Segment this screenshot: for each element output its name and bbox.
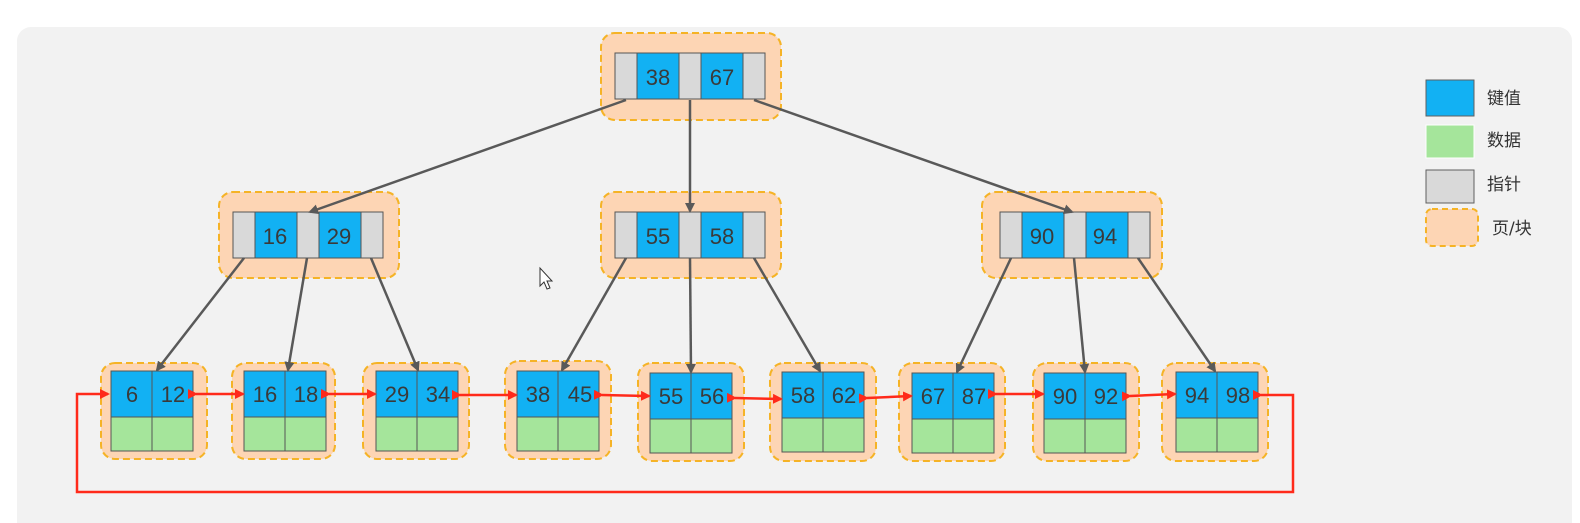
leaf-6-data-cell-1 [781,417,824,453]
internal-2-pointer-1 [614,211,638,259]
internal-3-pointer-2 [1063,211,1087,259]
leaf-8-data-cell-2 [1084,418,1127,454]
internal-1-pointer-3 [360,211,384,259]
leaf-5-key-2: 56 [700,384,724,409]
internal-3-key-1: 90 [1030,224,1054,249]
internal-3-key-cell-2 [1085,211,1129,259]
leaf-7-key-1: 67 [921,384,945,409]
leaf-4-data-cell-1 [516,416,559,452]
legend-page-label: 页/块 [1492,219,1532,239]
arrow-root-to-internal-3 [753,98,1074,215]
internal-3-pointer-3 [1127,211,1151,259]
internal-1-pointer-2 [296,211,320,259]
leaf-9-data-cell-1 [1175,417,1218,453]
internal-2-key-cell-1 [636,211,680,259]
leaf-1-key-2: 12 [161,382,185,407]
leaf-6-key-2: 62 [832,383,856,408]
root-pointer-1 [614,52,638,100]
leaf-2-data-cell-1 [243,416,286,452]
internal-1-key-2: 29 [327,224,351,249]
node-cells-layer [110,52,1259,454]
legend-data-swatch [1425,124,1475,159]
arrow-internal-2-to-leaf-6 [752,257,822,373]
internal-2-key-1: 55 [646,224,670,249]
leaf-4-data-cell-2 [557,416,600,452]
leaf-2-key-1: 16 [253,382,277,407]
root-pointer-3 [742,52,766,100]
arrow-internal-3-to-leaf-7 [955,257,1013,374]
leaf-6-data-cell-2 [822,417,865,453]
arrow-internal-3-to-leaf-9 [1136,257,1217,373]
arrow-internal-1-to-leaf-2 [284,257,309,372]
pointer-arrows-layer [155,98,1217,374]
internal-2-pointer-2 [678,211,702,259]
leaf-1-data-cell-1 [110,416,153,452]
root-key-2: 67 [710,65,734,90]
link-leaf-9-to-leaf-1-loop [75,389,1295,494]
leaf-2-key-2: 18 [294,382,318,407]
legend-page-swatch [1425,208,1479,247]
legend-data-label: 数据 [1487,131,1521,151]
leaf-8-key-2: 92 [1094,384,1118,409]
internal-1-pointer-1 [232,211,256,259]
leaf-6-key-1: 58 [791,383,815,408]
mouse-cursor-icon [539,266,554,290]
leaf-1-key-1: 6 [126,382,138,407]
root-pointer-2 [678,52,702,100]
root-key-1: 38 [646,65,670,90]
internal-2-pointer-3 [742,211,766,259]
root-key-cell-1 [636,52,680,100]
leaf-1-data-cell-2 [151,416,194,452]
internal-2-key-cell-2 [700,211,744,259]
leaf-9-data-cell-2 [1216,417,1259,453]
arrow-internal-1-to-leaf-1 [155,257,245,372]
leaf-2-data-cell-2 [284,416,327,452]
link-leaf-5-leaf-6 [726,392,783,404]
leaf-9-key-1: 94 [1185,383,1209,408]
leaf-5-data-cell-1 [649,418,692,454]
legend-pointer-label: 指针 [1487,175,1521,195]
leaf-9-key-2: 98 [1226,383,1250,408]
leaf-4-key-2: 45 [568,382,592,407]
legend-key-label: 键值 [1487,89,1521,109]
arrow-internal-1-to-leaf-3 [369,257,420,372]
leaf-5-key-1: 55 [659,384,683,409]
root-key-cell-2 [700,52,744,100]
leaf-7-key-2: 87 [962,384,986,409]
leaf-5-data-cell-2 [690,418,733,454]
legend-key-swatch [1425,79,1475,117]
arrow-root-to-internal-1 [308,98,627,215]
internal-3-pointer-1 [999,211,1023,259]
legend: 键值 数据 指针 页/块 [1425,79,1532,247]
leaf-8-data-cell-1 [1043,418,1086,454]
leaf-3-key-2: 34 [426,382,450,407]
link-leaf-4-leaf-5 [593,389,651,401]
arrow-internal-3-to-leaf-8 [1072,257,1090,374]
leaf-4-key-1: 38 [526,382,550,407]
leaf-links-layer [75,389,1295,494]
leaf-3-key-1: 29 [385,382,409,407]
internal-1-key-1: 16 [263,224,287,249]
internal-2-key-2: 58 [710,224,734,249]
leaf-3-data-cell-1 [375,416,418,452]
leaf-3-data-cell-2 [416,416,459,452]
leaf-7-data-cell-2 [952,418,995,454]
leaf-7-data-cell-1 [911,418,954,454]
legend-pointer-swatch [1425,169,1475,204]
internal-1-key-cell-2 [318,211,362,259]
arrow-internal-2-to-leaf-4 [560,257,628,372]
internal-3-key-2: 94 [1093,224,1117,249]
arrow-internal-2-to-leaf-5 [685,257,696,374]
leaf-8-key-1: 90 [1053,384,1077,409]
